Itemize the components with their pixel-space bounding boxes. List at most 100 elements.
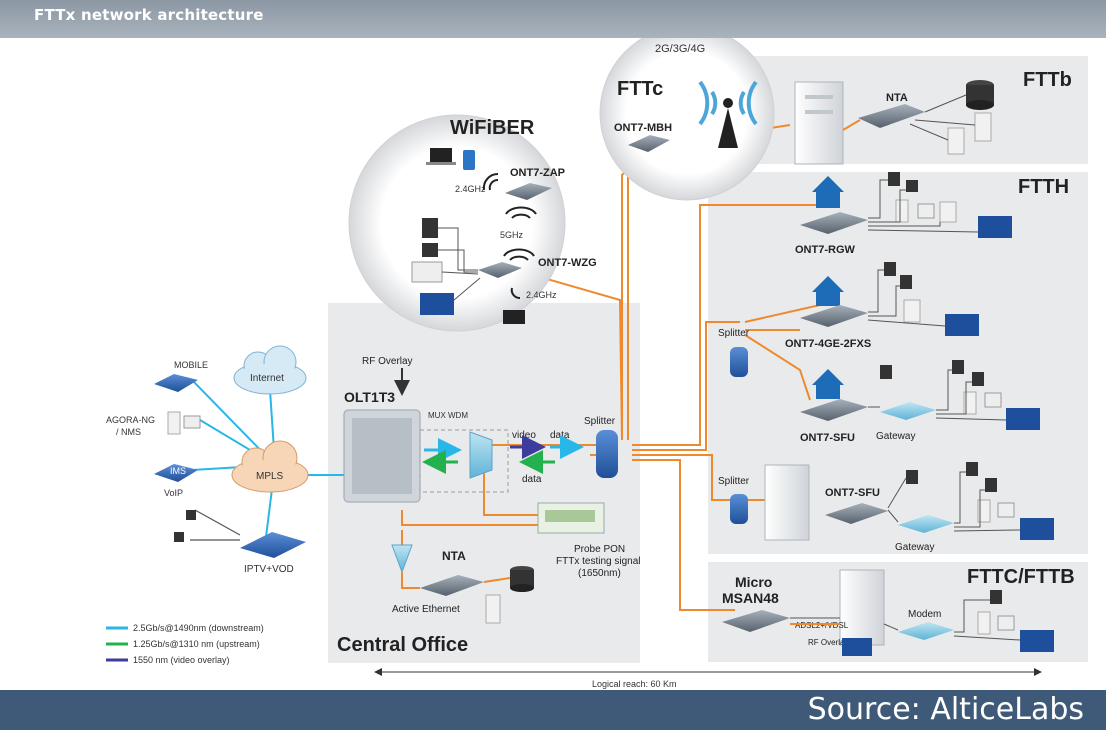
monitor-icon-fttc [842,638,872,656]
ont-wzg-label: ONT7-WZG [538,257,597,269]
mobile-device [154,374,198,392]
probe-label-3: (1650nm) [578,568,621,579]
gateway2-label: Gateway [895,542,934,553]
ftth-endpoints [880,172,1054,540]
house-icon-2 [812,276,844,306]
ghz-label-5: 5GHz [500,230,524,240]
ims-device [154,464,198,482]
gateway2-device [898,515,954,533]
desk-phone-icon-2 [422,243,438,257]
mobile-label: MOBILE [174,360,208,370]
internet-cloud-icon [233,345,307,395]
legend: 2.5Gb/s@1490nm (downstream)1.25Gb/s@1310… [106,623,264,665]
adsl-label: ADSL2+/VDSL [795,621,849,630]
ont-sfu1-device [800,399,868,421]
section-wifiber: WiFiBER [450,117,535,139]
active-eth-label: Active Ethernet [392,604,460,615]
wdm-coupler [469,431,493,479]
phone-icon-voip-2 [174,532,184,542]
ont-zap-label: ONT7-ZAP [510,167,565,179]
nta-fttb-label: NTA [886,92,908,104]
rf-overlay-label: RF Overlay [362,356,413,367]
micro-label: Micro [735,574,772,590]
header-bar: FTTx network architecture [0,0,1106,38]
server-icon-co [510,566,534,592]
iptv-label: IPTV+VOD [244,564,294,575]
nta-fttb-device [858,104,925,128]
ont-sfu2-device [825,503,888,524]
section-central-office: Central Office [337,634,468,656]
data-label-2: data [522,474,542,485]
agora-label-1: AGORA-NG [106,415,155,425]
modem-label: Modem [908,609,941,620]
section-ftth: FTTH [1018,176,1069,198]
footer-bar: Source: AlticeLabs [0,690,1106,730]
splitter-main-label: Splitter [584,416,616,427]
building-ftth [764,464,810,541]
server-icon [966,80,994,110]
ont-rgw-device [800,212,868,234]
ont-sfu2-label: ONT7-SFU [825,487,880,499]
phone-icon [463,150,475,170]
ont-mbh-device [628,135,670,152]
agora-monitor [183,415,201,429]
legend-label: 1.25Gb/s@1310 nm (upstream) [133,639,260,649]
internet-label: Internet [250,373,284,384]
laptop-icon-1 [430,148,452,162]
phone-icon-voip-1 [186,510,196,520]
wifi-icon-group [482,172,537,299]
ont-rgw-label: ONT7-RGW [795,244,856,256]
pc-icon-wifiber [411,261,443,283]
mux-label: MUX WDM [428,411,468,420]
house-icon-3 [812,369,844,399]
probe-label-2: FTTx testing signal [556,556,640,567]
mpls-label: MPLS [256,471,284,482]
video-label: video [512,430,536,441]
voip-label: VoIP [164,488,183,498]
modem-device [898,622,954,640]
splitter-ftth-label: Splitter [718,328,750,339]
nta-co-device [420,575,484,596]
co-coupler [391,544,413,574]
splitter-ftth-device [730,347,748,377]
gateway1-label: Gateway [876,431,915,442]
ghz-label-2: 2.4GHz [526,290,557,300]
pc-tower-fttb-1 [974,112,992,142]
house-icon-1 [812,176,844,208]
probe-label-1: Probe PON [574,544,625,555]
splitter-b-device [730,494,748,524]
monitor-icon-wifiber [420,293,454,315]
nta-co-label: NTA [442,549,466,563]
reach-label: Logical reach: 60 Km [592,679,677,689]
laptop-icon-2 [503,310,525,324]
olt-chassis [343,409,421,503]
ont-mbh-label: ONT7-MBH [614,122,672,134]
section-fttb: FTTb [1023,69,1072,91]
fttc-endpoints [977,590,1054,652]
agora-pc-tower [167,411,181,435]
msan-device [722,610,790,632]
iptv-device [240,532,306,558]
agora-label-2: / NMS [116,427,141,437]
mux-wdm-box [419,429,509,493]
ont-sfu1-label: ONT7-SFU [800,432,855,444]
building-fttc [839,569,885,646]
legend-label: 1550 nm (video overlay) [133,655,230,665]
header-title: FTTx network architecture [34,6,264,24]
splitter-b-label: Splitter [718,476,750,487]
mpls-cloud-icon [231,440,309,493]
ims-label: IMS [170,466,186,476]
olt-label: OLT1T3 [344,389,395,405]
wifiber-bubble [348,114,566,332]
section-fttc-fttb: FTTC/FTTB [967,566,1075,588]
rf-overlay-small-label: RF Overlay [808,638,848,647]
gateway1-device [880,402,936,420]
ont-zap-device [505,183,552,200]
building-fttb [794,81,844,165]
data-label-1: data [550,430,570,441]
ont-4ge-device [800,305,868,327]
splitter-main-device [596,430,618,478]
pc-tower-co [485,594,501,624]
msan-label: MSAN48 [722,590,779,606]
